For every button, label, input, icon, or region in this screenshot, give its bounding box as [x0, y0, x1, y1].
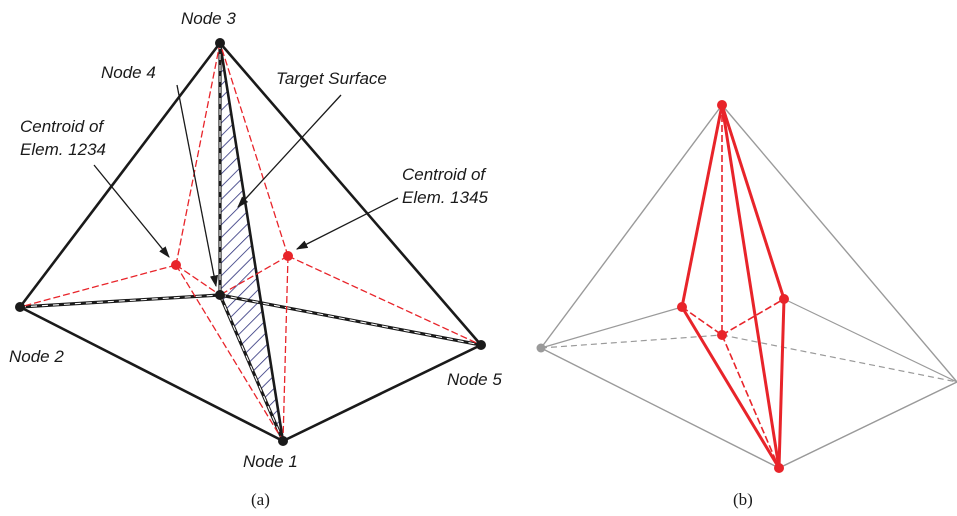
target-surface-label: Target Surface: [276, 69, 387, 88]
dual-lines: [19, 42, 482, 442]
node-2-label: Node 2: [9, 347, 64, 366]
hidden-edges-faint: [540, 334, 957, 383]
caption-a: (a): [251, 490, 270, 509]
nodes: [15, 38, 486, 446]
arrow-centroid-1345: [295, 197, 399, 250]
node-3-point: [215, 38, 225, 48]
centroids: [171, 251, 293, 270]
panel-a: Node 3 Node 4 Target Surface Centroid of…: [9, 9, 502, 509]
node-2-point-b: [536, 343, 546, 353]
arrow-node4: [176, 84, 219, 288]
centroid-1345-label-line2: Elem. 1345: [402, 188, 489, 207]
panel-b: (b): [536, 100, 957, 509]
node-2-point: [15, 302, 25, 312]
node-4-label: Node 4: [101, 63, 156, 82]
node-3-point-b: [717, 100, 727, 110]
node-1-point-b: [774, 463, 784, 473]
arrow-target-surface: [237, 94, 342, 208]
node-1-point: [278, 436, 288, 446]
annotation-arrows: [93, 84, 399, 288]
centroid-1234-point-b: [677, 302, 687, 312]
hidden-edges: [19, 43, 482, 442]
points-b: [536, 100, 789, 473]
outer-edges: [18, 42, 482, 443]
dual-dashed-b: [681, 105, 785, 469]
centroid-1345-point-b: [779, 294, 789, 304]
centroid-1234-label-line1: Centroid of: [20, 117, 105, 136]
centroid-1345-label-line1: Centroid of: [402, 165, 487, 184]
node-5-label: Node 5: [447, 370, 502, 389]
arrow-centroid-1234: [93, 164, 170, 258]
node-3-label: Node 3: [181, 9, 236, 28]
centroid-1234-label-line2: Elem. 1234: [20, 140, 106, 159]
node-4-point-b: [717, 330, 727, 340]
node-5-point: [476, 340, 486, 350]
node-4-point: [215, 290, 225, 300]
faint-lines: [540, 298, 957, 469]
dual-solid-b: [680, 104, 786, 469]
centroid-1345-point: [283, 251, 293, 261]
centroid-1234-point: [171, 260, 181, 270]
caption-b: (b): [733, 490, 753, 509]
node-1-label: Node 1: [243, 452, 298, 471]
